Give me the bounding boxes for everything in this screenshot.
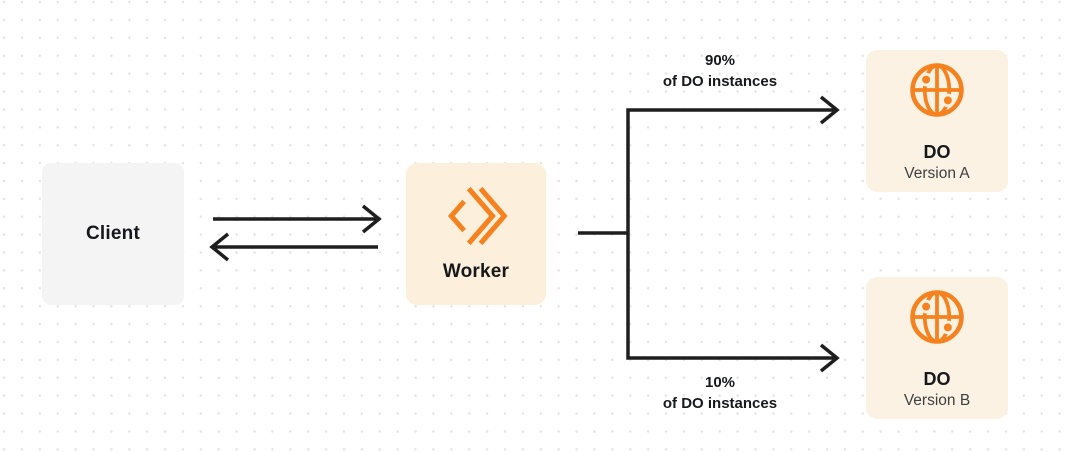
do-b-subtitle: Version B: [903, 392, 971, 409]
client-to-worker-arrowhead-icon: [361, 204, 382, 234]
route-label-top: 90% of DO instances: [610, 50, 830, 92]
branch-top-arrowhead-icon: [819, 95, 840, 125]
worker-label: Worker: [442, 261, 510, 282]
client-label: Client: [86, 223, 140, 244]
do-version-a-node: DO Version A: [866, 50, 1008, 192]
route-label-bottom: 10% of DO instances: [610, 372, 830, 414]
worker-node: Worker: [406, 163, 546, 305]
do-a-title: DO: [923, 142, 951, 162]
do-b-title: DO: [923, 369, 951, 389]
route-bottom-caption: of DO instances: [662, 395, 778, 412]
do-a-subtitle: Version A: [904, 165, 970, 182]
worker-to-client-arrowhead-icon: [209, 232, 230, 262]
branch-split-line: [626, 108, 836, 360]
route-top-caption: of DO instances: [662, 73, 778, 90]
globe-icon: [908, 61, 966, 119]
branch-bottom-arrowhead-icon: [819, 343, 840, 373]
route-top-percent: 90%: [704, 52, 736, 69]
globe-icon: [908, 288, 966, 346]
client-node: Client: [42, 163, 184, 305]
workers-icon: [444, 180, 508, 252]
do-version-b-node: DO Version B: [866, 277, 1008, 419]
route-bottom-percent: 10%: [704, 374, 736, 391]
